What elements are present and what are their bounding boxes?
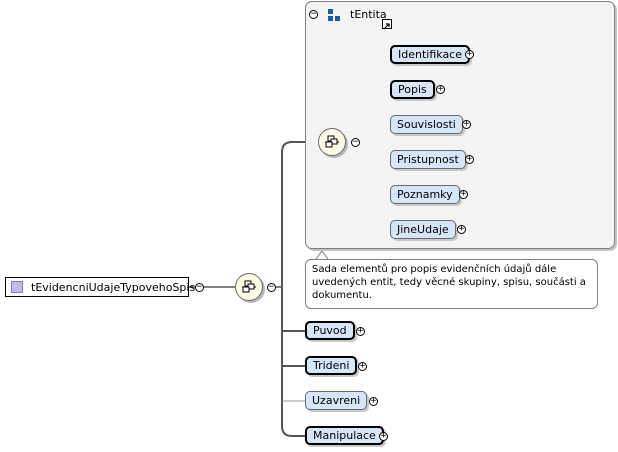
reference-arrow-icon[interactable] bbox=[382, 19, 392, 30]
expand-icon[interactable]: + bbox=[465, 49, 474, 59]
annotation-comment: Sada elementů pro popis evidenčních údaj… bbox=[305, 259, 598, 309]
element-souvislosti[interactable]: Souvislosti bbox=[390, 115, 463, 134]
expand-icon[interactable]: + bbox=[436, 84, 445, 94]
expand-icon[interactable]: + bbox=[457, 224, 466, 234]
expand-icon[interactable]: + bbox=[379, 431, 388, 441]
sequence-glyph-icon bbox=[242, 280, 256, 293]
root-element-label: tEvidencniUdajeTypovehoSpisu bbox=[31, 281, 203, 294]
expand-icon[interactable]: + bbox=[462, 119, 471, 129]
element-puvod[interactable]: Puvod bbox=[305, 321, 355, 340]
element-poznamky[interactable]: Poznamky bbox=[390, 185, 460, 204]
sequence-compositor-icon[interactable] bbox=[318, 128, 346, 156]
element-trideni[interactable]: Trideni bbox=[305, 356, 358, 375]
sequence-glyph-icon bbox=[325, 135, 339, 148]
sequence-collapse-icon[interactable]: − bbox=[267, 282, 276, 292]
element-jineudaje[interactable]: JineUdaje bbox=[390, 220, 456, 239]
sequence-compositor-icon[interactable] bbox=[235, 273, 263, 301]
root-collapse-icon[interactable]: − bbox=[195, 282, 204, 292]
element-manipulace[interactable]: Manipulace bbox=[305, 426, 384, 445]
expand-icon[interactable]: + bbox=[459, 189, 468, 199]
expand-icon[interactable]: + bbox=[356, 326, 365, 336]
element-pristupnost[interactable]: Pristupnost bbox=[390, 150, 466, 169]
expand-icon[interactable]: + bbox=[358, 361, 367, 371]
tentita-collapse-icon[interactable]: − bbox=[309, 9, 318, 19]
complex-type-icon bbox=[328, 9, 340, 21]
complex-type-icon bbox=[11, 281, 23, 293]
element-identifikace[interactable]: Identifikace bbox=[390, 45, 470, 64]
expand-icon[interactable]: + bbox=[465, 154, 474, 164]
sequence-collapse-icon[interactable]: − bbox=[351, 137, 360, 147]
tentita-title: tEntita bbox=[350, 8, 387, 21]
expand-icon[interactable]: + bbox=[369, 396, 378, 406]
root-element[interactable]: tEvidencniUdajeTypovehoSpisu bbox=[5, 277, 202, 297]
element-popis[interactable]: Popis bbox=[390, 80, 435, 99]
element-uzavreni[interactable]: Uzavreni bbox=[305, 391, 368, 410]
